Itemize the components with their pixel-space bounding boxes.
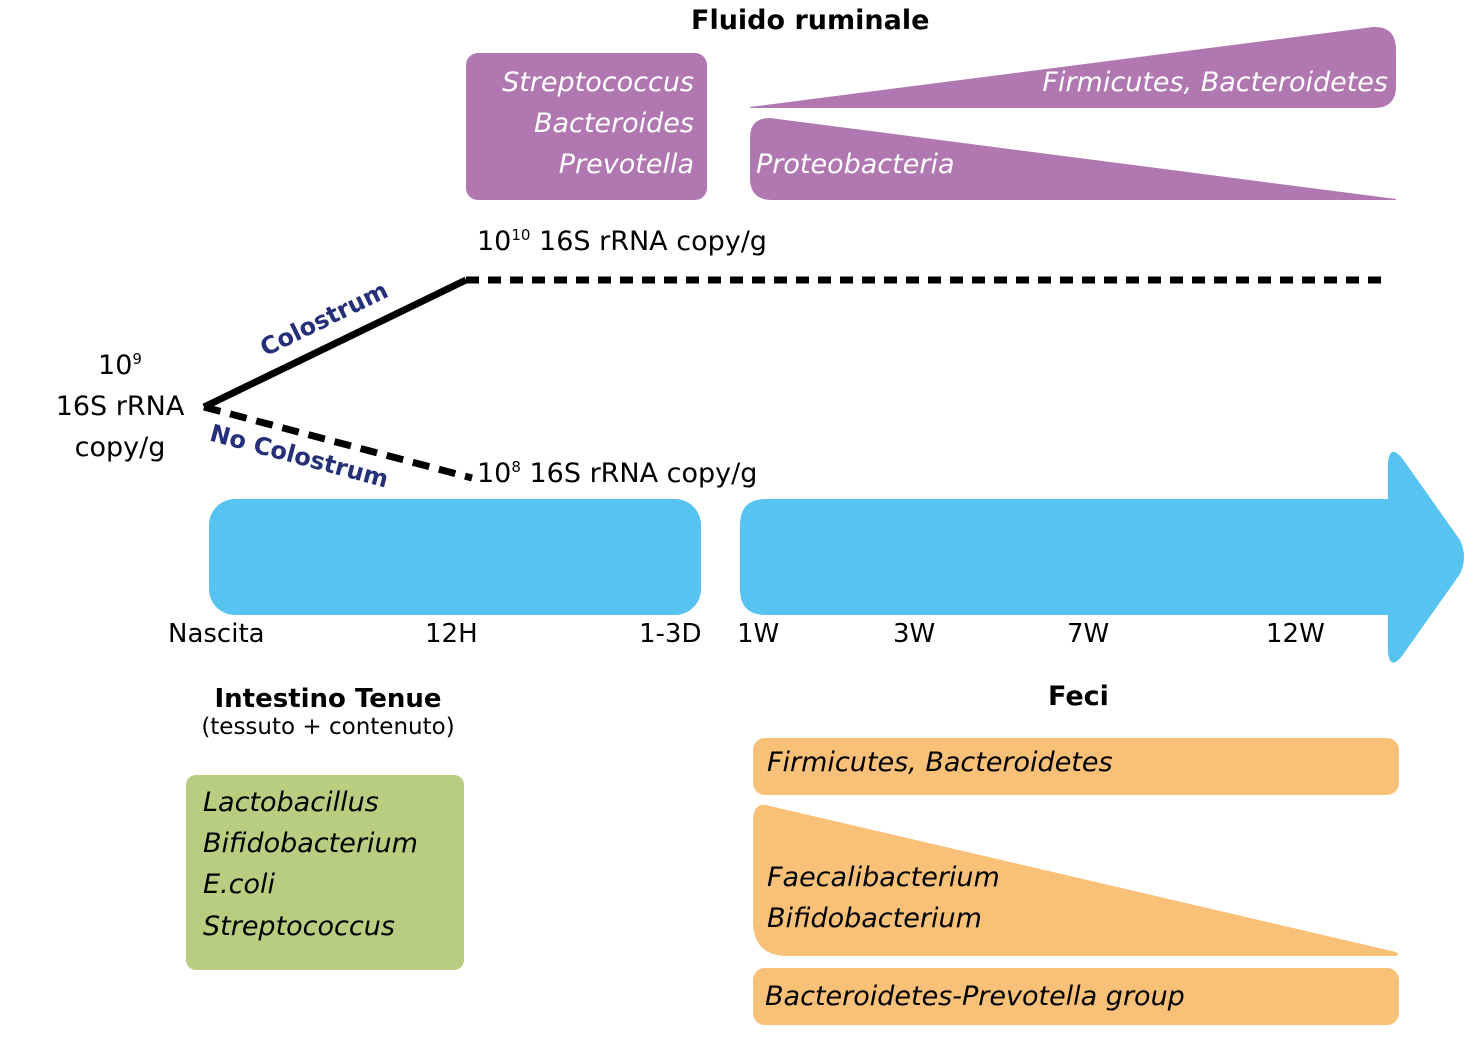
timeline-tick: 1-3D	[639, 619, 702, 649]
timeline-tick: 1W	[737, 619, 780, 649]
timeline-tick: 12W	[1266, 619, 1325, 649]
rumen-decreasing-label: Proteobacteria	[756, 149, 955, 180]
birth-load-label: 109 16S rRNA copy/g	[40, 345, 200, 468]
load-base: 10	[98, 350, 133, 381]
feces-decreasing-genus: Faecalibacterium	[767, 862, 1000, 893]
timeline-tick: Nascita	[168, 619, 265, 649]
birth-load-line3: copy/g	[74, 432, 166, 463]
rumen-decreasing-wedge	[750, 118, 1396, 200]
feces-title: Feci	[1048, 681, 1109, 712]
small-intestine-genus: Lactobacillus	[203, 787, 379, 818]
feces-decreasing-genus: Bifidobacterium	[767, 903, 982, 934]
timeline-tick: 3W	[893, 619, 936, 649]
rumen-genus: Prevotella	[558, 149, 694, 180]
rumen-early-list: Streptococcus Bacteroides Prevotella	[466, 62, 694, 185]
load-base: 10	[477, 458, 512, 489]
rumen-increasing-wedge	[750, 26, 1396, 108]
no-colostrum-dashed	[203, 403, 473, 482]
colostrum-load-label: 1010 16S rRNA copy/g	[477, 226, 767, 257]
small-intestine-genus: Streptococcus	[203, 911, 395, 942]
rumen-genus: Bacteroides	[533, 108, 694, 139]
feces-stable-label: Firmicutes, Bacteroidetes	[767, 747, 1113, 778]
small-intestine-header: Intestino Tenue (tessuto + contenuto)	[160, 684, 496, 740]
small-intestine-title: Intestino Tenue	[214, 684, 442, 714]
timeline-tick: 12H	[425, 619, 478, 649]
load-exponent: 8	[511, 458, 521, 476]
load-base: 10	[477, 226, 512, 257]
timeline-early-segment	[209, 499, 701, 615]
rumen-genus: Streptococcus	[502, 67, 694, 98]
birth-load-value: 109	[40, 345, 200, 386]
feces-late-box	[753, 968, 1399, 1025]
small-intestine-subtitle: (tessuto + contenuto)	[201, 714, 455, 740]
timeline-tick: 7W	[1067, 619, 1110, 649]
rumen-increasing-label: Firmicutes, Bacteroidetes	[1042, 67, 1388, 98]
load-unit: 16S rRNA copy/g	[530, 226, 767, 257]
colostrum-line	[202, 276, 468, 411]
feces-decreasing-wedge	[753, 804, 1398, 956]
birth-load-line2: 16S rRNA	[55, 391, 185, 422]
small-intestine-genus: E.coli	[203, 869, 276, 900]
no-colostrum-load-label: 108 16S rRNA copy/g	[477, 458, 757, 489]
load-exponent: 10	[511, 226, 531, 244]
feces-stable-box	[753, 738, 1399, 795]
load-exponent: 9	[132, 350, 142, 368]
feces-late-label: Bacteroidetes-Prevotella group	[765, 981, 1185, 1012]
rumen-title: Fluido ruminale	[691, 5, 930, 36]
load-unit: 16S rRNA copy/g	[520, 458, 758, 489]
small-intestine-genus: Bifidobacterium	[203, 828, 418, 859]
rumen-early-box	[466, 53, 707, 200]
small-intestine-box: Lactobacillus Bifidobacterium E.coli Str…	[186, 775, 464, 970]
timeline-arrow	[740, 451, 1464, 663]
